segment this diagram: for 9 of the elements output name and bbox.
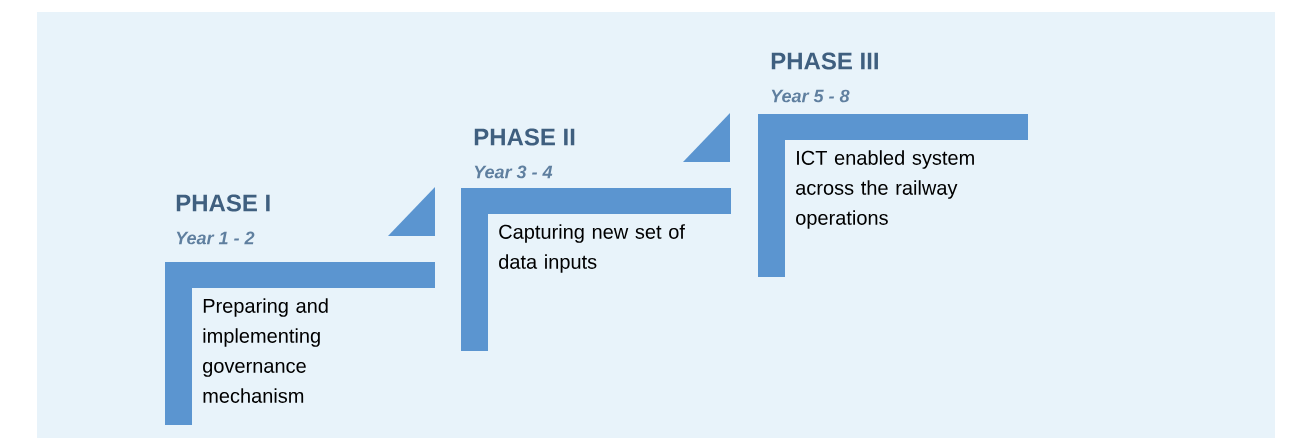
phase-description: Preparing and implementing governance mechanism: [203, 298, 328, 403]
phase-heading: PHASE III: [771, 52, 878, 70]
phase-description: Capturing new set of data inputs: [499, 224, 685, 273]
year-range: Year 1 - 2: [176, 231, 255, 245]
year-range: Year 3 - 4: [474, 165, 553, 179]
phase-heading: PHASE I: [176, 194, 270, 212]
year-range: Year 5 - 8: [771, 89, 850, 103]
phase-heading: PHASE II: [474, 128, 575, 146]
phase-description: ICT enabled system across the railway operations: [796, 150, 974, 229]
